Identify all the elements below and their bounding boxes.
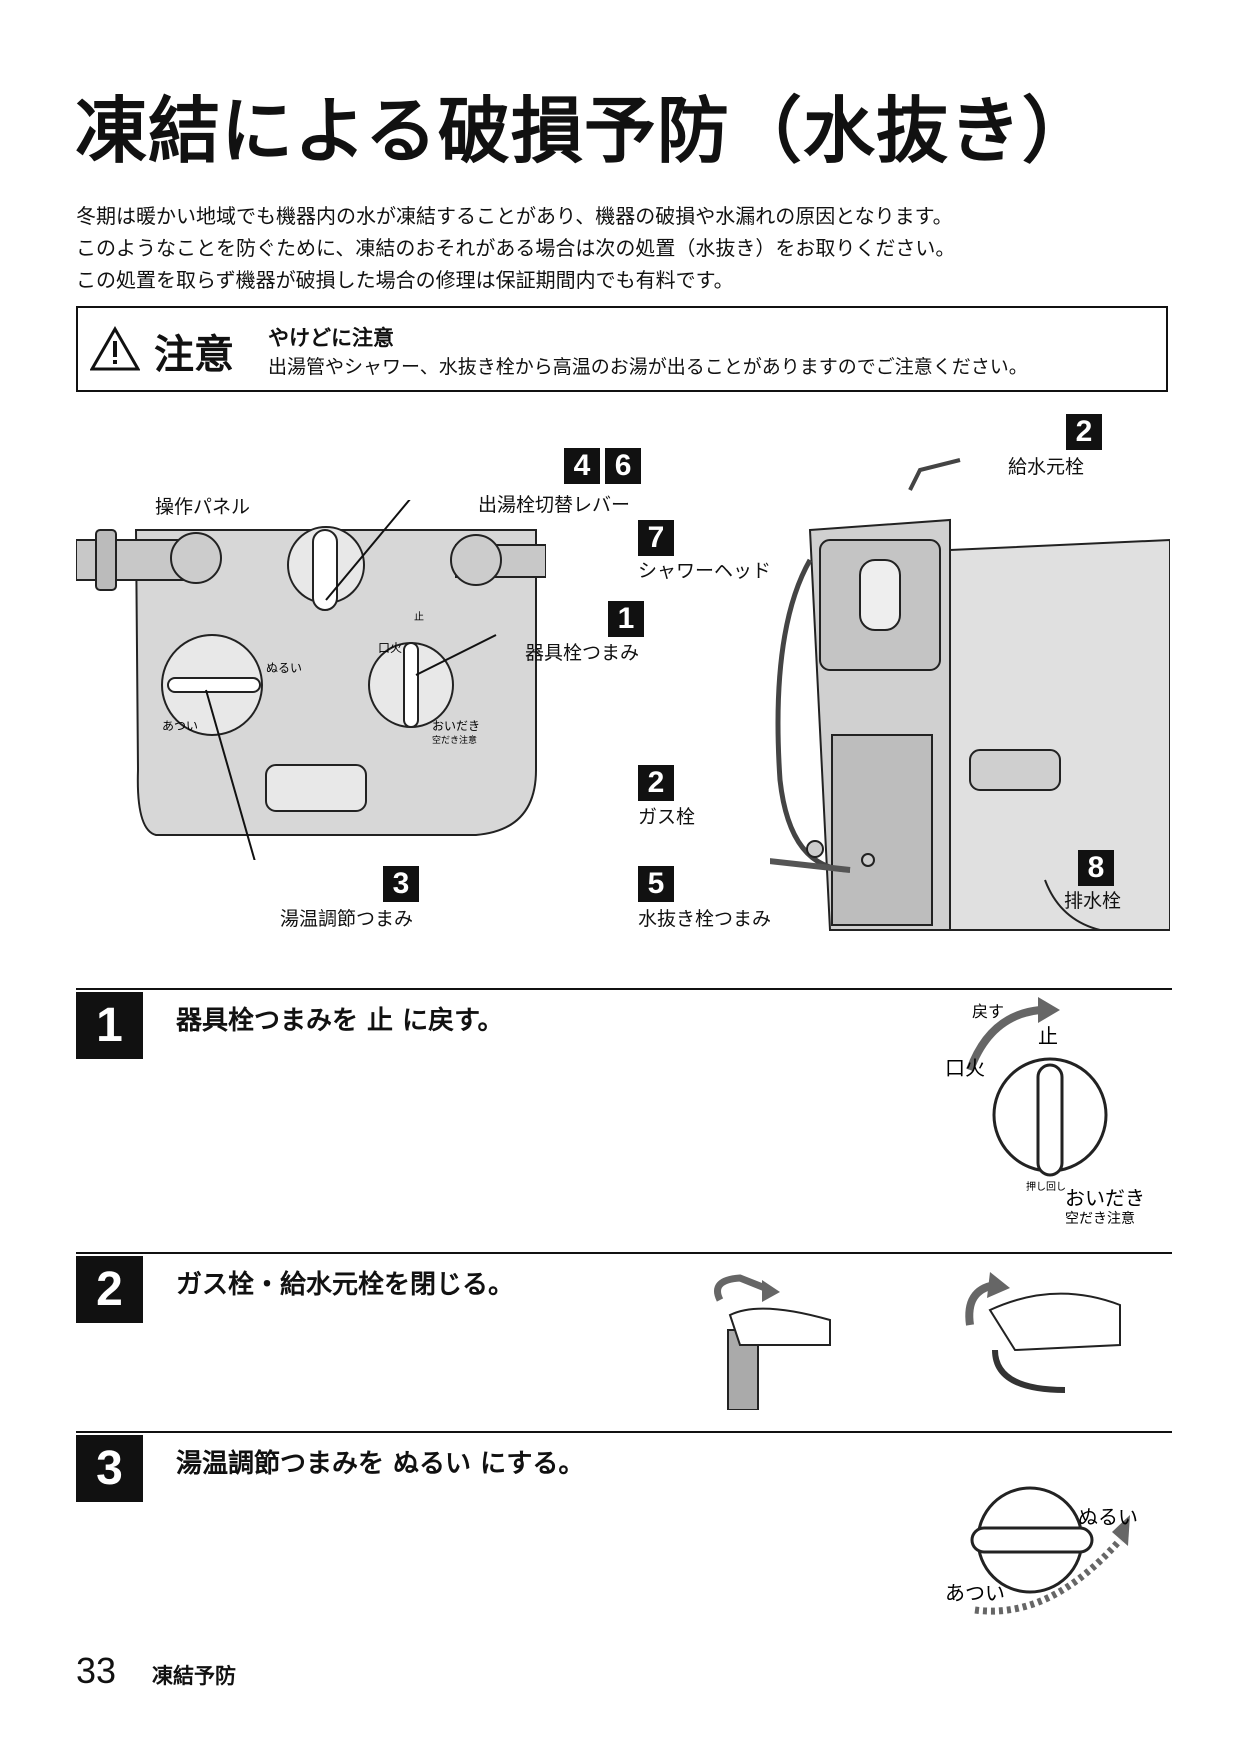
callout-label: 水抜き栓つまみ [638, 908, 772, 930]
step3-knob-figure: ぬるい あつい [945, 1486, 1138, 1615]
atsui-label: あつい [945, 1581, 1005, 1605]
callout-label: 排水栓 [1064, 890, 1122, 912]
step-number: 1 [76, 992, 143, 1059]
callout-label: 給水元栓 [1008, 456, 1085, 478]
callout-number: 3 [383, 866, 419, 902]
tome-label: 止 [1038, 1024, 1058, 1048]
nurui-label: ぬるい [1078, 1505, 1138, 1529]
callout-number: 5 [638, 866, 674, 902]
callout-label: シャワーヘッド [638, 560, 772, 582]
caution-title: やけどに注意 [268, 326, 394, 350]
callout-number: 7 [638, 520, 674, 556]
callout-8: 8 [1078, 850, 1114, 886]
intro-line: 冬期は暖かい地域でも機器内の水が凍結することがあり、機器の破損や水漏れの原因とな… [76, 204, 953, 228]
callout-number: 2 [638, 765, 674, 801]
callout-number: 2 [1066, 414, 1102, 450]
caution-word: 注意 [154, 332, 234, 378]
callout-number: 1 [608, 601, 644, 637]
callout-5: 5 [638, 866, 674, 902]
knob-label: 口火 [378, 641, 402, 655]
panel-label: 操作パネル [155, 496, 251, 518]
callout-label: 湯温調節つまみ [280, 908, 414, 930]
control-panel-illustration: 口火 止 ぬるい あつい おいだき 空だき注意 [76, 500, 546, 860]
page-title: 凍結による破損予防（水抜き） [75, 89, 1095, 173]
section-name: 凍結予防 [152, 1664, 236, 1688]
callout-2b: 2 [638, 765, 674, 801]
callout-label: 出湯栓切替レバー [478, 494, 631, 516]
caution-body: 出湯管やシャワー、水抜き栓から高温のお湯が出ることがありますのでご注意ください。 [268, 356, 1028, 378]
callout-number: 8 [1078, 850, 1114, 886]
warning-icon [90, 326, 140, 371]
step-text: ガス栓・給水元栓を閉じる。 [176, 1270, 515, 1300]
callout-label: 器具栓つまみ [525, 642, 640, 664]
step-divider [76, 1431, 1172, 1433]
callout-number: 4 [564, 448, 600, 484]
gas-valve-hand-figure [714, 1274, 831, 1410]
intro-line: このようなことを防ぐために、凍結のおそれがある場合は次の処置（水抜き）をお取りく… [76, 236, 956, 260]
callout-2a: 2 [1066, 414, 1102, 450]
knob-label: 空だき注意 [432, 734, 477, 746]
intro-text: 冬期は暖かい地域でも機器内の水が凍結することがあり、機器の破損や水漏れの原因とな… [76, 200, 955, 296]
knob-label: おいだき [432, 719, 480, 733]
caution-box: 注意 やけどに注意 出湯管やシャワー、水抜き栓から高温のお湯が出ることがあります… [76, 306, 1168, 392]
callout-number: 6 [605, 448, 642, 484]
water-valve-hand-figure [965, 1272, 1121, 1393]
modosu-label: 戻す [972, 1002, 1004, 1021]
step-text: 湯温調節つまみを ぬるい にする。 [176, 1449, 585, 1479]
callout-1: 1 [608, 601, 644, 637]
karadaki-label: 空だき注意 [1065, 1210, 1135, 1225]
callout-3: 3 [383, 866, 419, 902]
oidaki-label: おいだき [1065, 1186, 1145, 1210]
step-number: 2 [76, 1256, 143, 1323]
knob-label: 止 [414, 611, 424, 623]
water-heater-illustration [770, 458, 1170, 931]
kuchibi-label: 口火 [945, 1056, 985, 1080]
step1-knob-figure: 戻す 止 口火 押し回し おいだき 空だき注意 [945, 997, 1145, 1225]
oshimawashi-label: 押し回し [1026, 1180, 1066, 1193]
knob-label: あつい [162, 719, 198, 733]
step-text: 器具栓つまみを 止 に戻す。 [176, 1006, 504, 1036]
step-divider [76, 1252, 1172, 1254]
step-number: 3 [76, 1435, 143, 1502]
callout-46: 4 6 [564, 448, 642, 484]
callout-label: ガス栓 [638, 806, 696, 828]
intro-line: この処置を取らず機器が破損した場合の修理は保証期間内でも有料です。 [76, 268, 734, 292]
step-divider [76, 988, 1172, 990]
callout-7: 7 [638, 520, 674, 556]
page-number: 33 [76, 1650, 117, 1691]
knob-label: ぬるい [266, 661, 302, 675]
